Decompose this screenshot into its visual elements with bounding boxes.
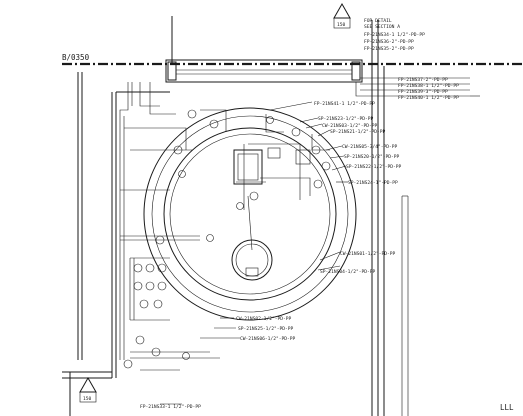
pipe-label: CW-21NS02-1/2"-PD-PP	[236, 316, 292, 322]
pipe-label: FP-21NS35-2"-PD-PP	[364, 46, 414, 52]
pipe-openings	[165, 59, 363, 83]
pipe-runs	[119, 69, 470, 371]
leader-lines	[160, 95, 480, 405]
pipe-label: SP-21NS04-1/2"-PD-PP	[320, 269, 376, 275]
section-sheet-bottom: 150	[83, 396, 92, 402]
tank	[143, 107, 357, 321]
section-marker-bottom: A 150	[79, 376, 97, 403]
pipe-label: FP-21NS37-2"-PD-PP	[398, 77, 448, 83]
pipe-label: FP-21NS33-1 1/2"-PD-PP	[140, 404, 201, 410]
pipe-label: SP-21NS22-1/2"-PD-PP	[346, 164, 402, 170]
grid-line-label: B/0350	[62, 53, 90, 62]
pipe-label: FOR DETAIL	[364, 18, 392, 24]
pipe-label: FP-21NS39-3"-PD-PP	[398, 89, 448, 95]
section-letter-bottom: A	[86, 386, 89, 392]
pipe-label: SP-21NS25-1/2"-PD-PP	[238, 326, 294, 332]
pipe-label: SP-21NS21-1/2"-PD-PP	[330, 129, 386, 135]
corner-text: LLL	[500, 403, 514, 412]
pipe-labels: FOR DETAIL SEE SECTION A FP-21NS34-1 1/2…	[140, 18, 459, 410]
manway	[231, 239, 273, 281]
section-marker-top: A 150	[333, 2, 351, 29]
pipe-label: FP-21NS34-1 1/2"-PD-PP	[364, 32, 425, 38]
pipe-label: SP-21NS24-1"-PD-PP	[348, 180, 398, 186]
pipe-label: FP-21NS41-1 1/2"-PD-PP	[314, 101, 375, 107]
pipe-label: CW-21NS06-1/2"-PD-PP	[240, 336, 296, 342]
pipe-label: CW-21NS01-1/2"-PD-PP	[340, 251, 396, 257]
pipe-label: FP-21NS38-1 1/2"-PD-PP	[398, 83, 459, 89]
pipe-label: CW-21NS05-3/4"-PD-PP	[342, 144, 398, 150]
section-letter-top: A	[339, 12, 342, 18]
valve-symbols	[123, 109, 331, 369]
pipe-label: CW-21NS03-1/2"-PD-PP	[322, 123, 378, 129]
pipe-label: FP-21NS40-1 1/2"-PD-PP	[398, 95, 459, 101]
equipment-platform	[233, 147, 311, 185]
pipe-label: SEE SECTION A	[364, 24, 400, 30]
pipe-label: FP-21NS36-2"-PD-PP	[364, 39, 414, 45]
section-sheet-top: 150	[337, 22, 346, 28]
pipe-label: SP-21NS20-1/2"-PD-PP	[344, 154, 400, 160]
pipe-label: SP-21NS23-1/2"-PD-PP	[318, 116, 374, 122]
building-walls	[62, 16, 409, 416]
